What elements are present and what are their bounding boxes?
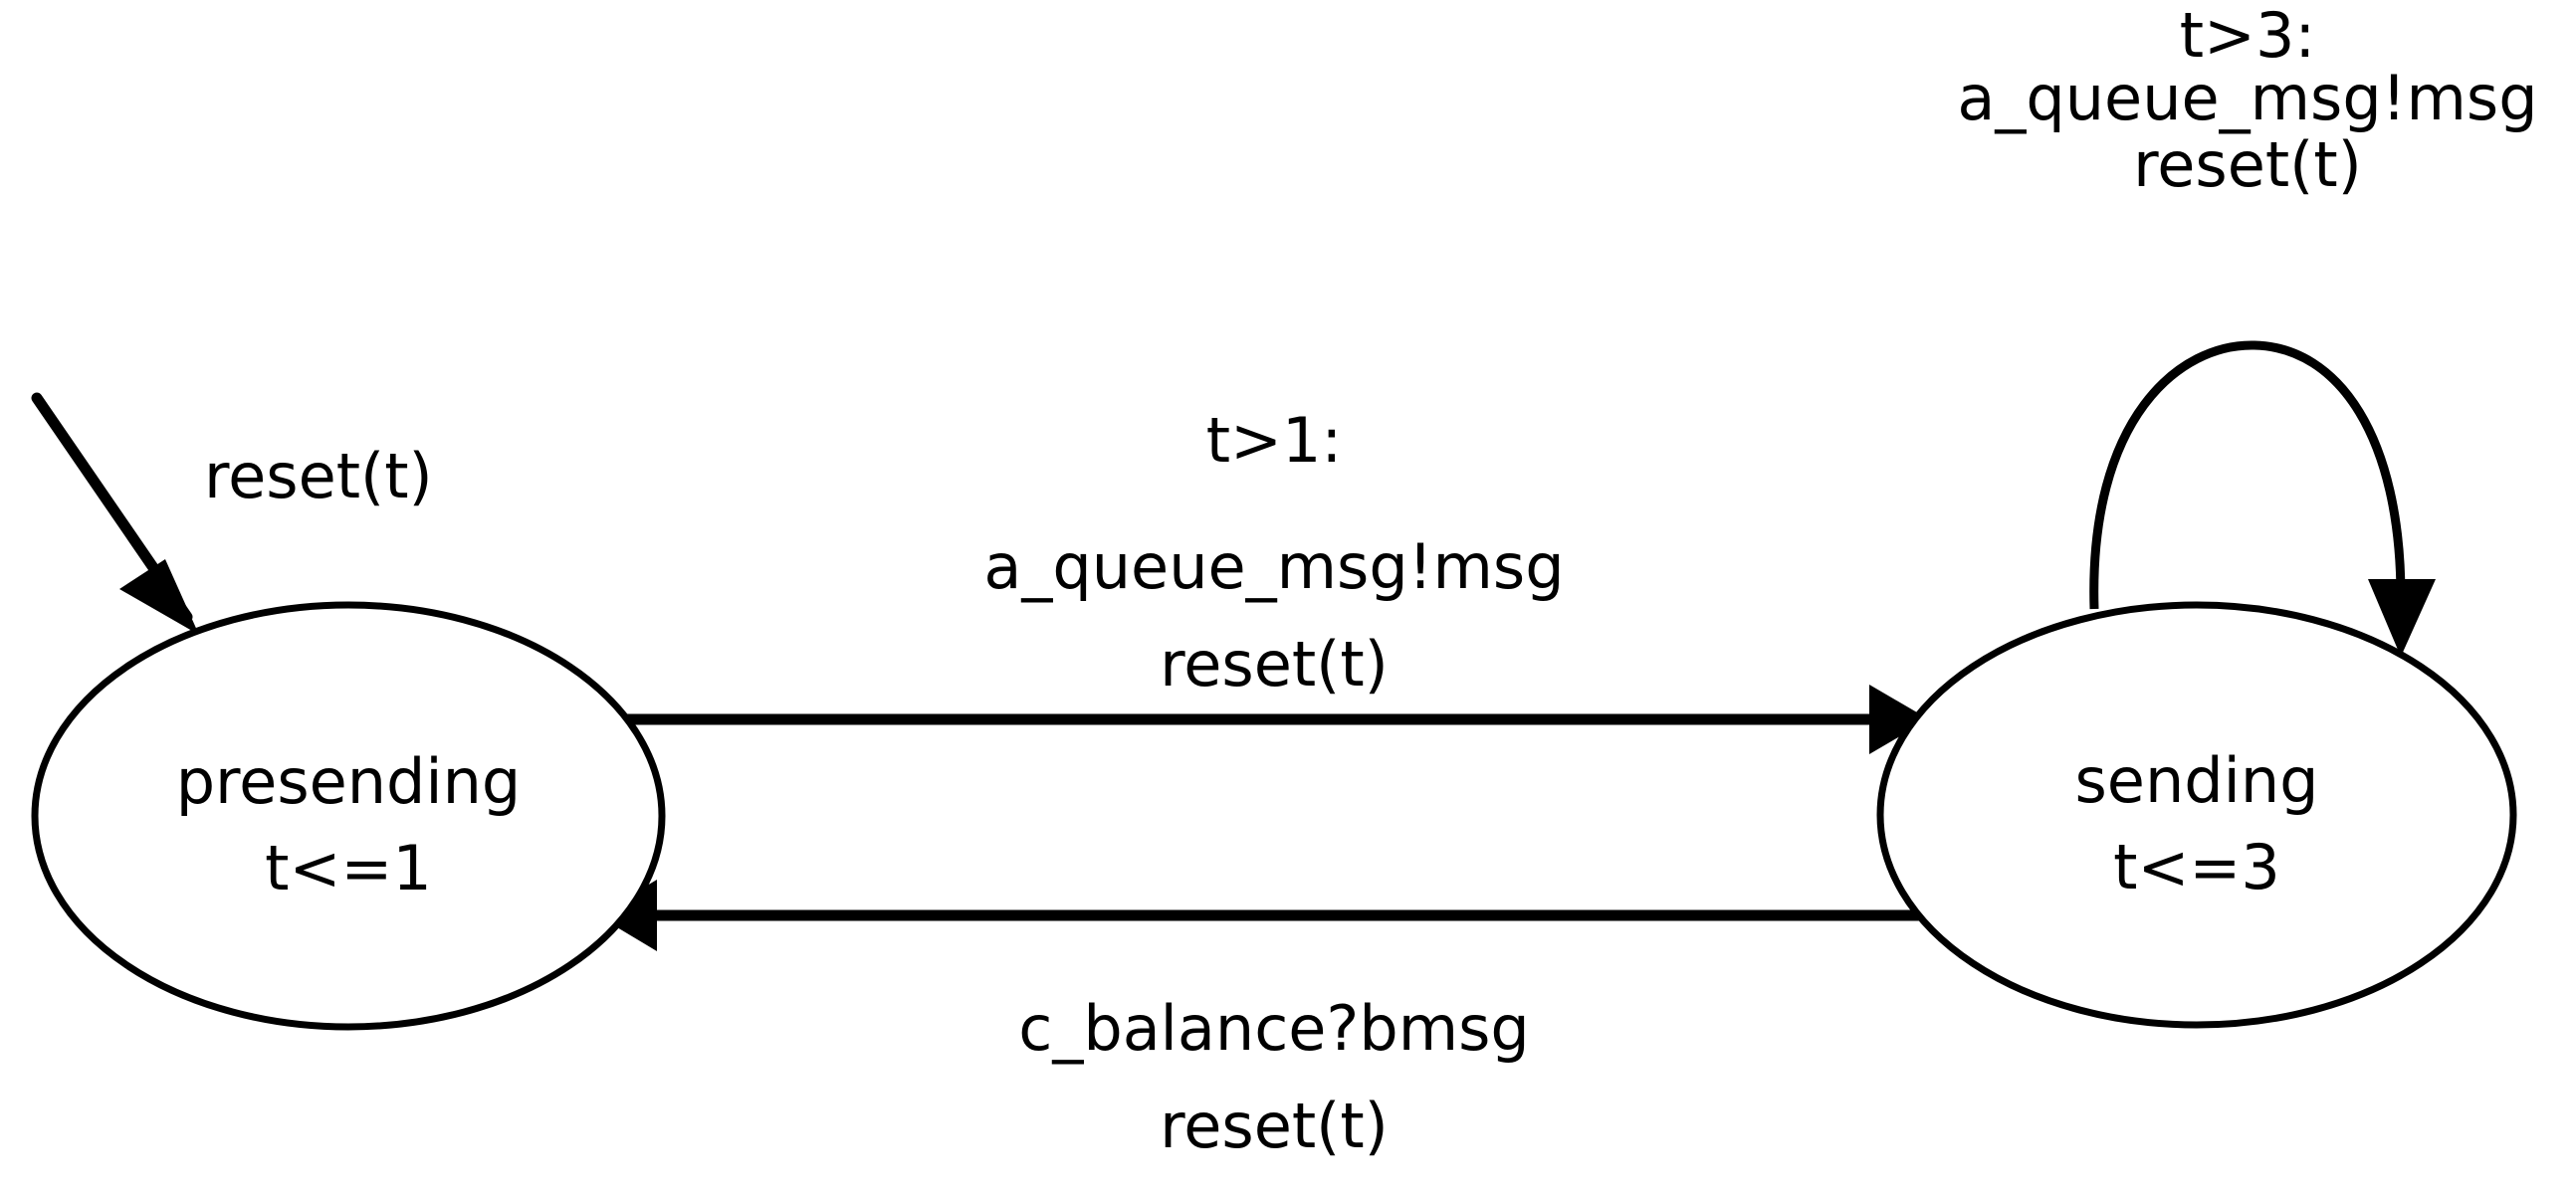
transition-sending-self-loop-label: t>3: a_queue_msg!msg reset(t)	[1957, 0, 2537, 201]
presending-ellipse[interactable]	[31, 601, 666, 1031]
presending-name-label: presending	[176, 745, 522, 818]
backward-sync-label: c_balance?bmsg	[1018, 992, 1530, 1065]
self-loop-arc	[2089, 340, 2406, 610]
forward-sync-label: a_queue_msg!msg	[983, 530, 1564, 603]
backward-action-label: reset(t)	[1160, 1090, 1389, 1162]
forward-guard-label: t>1:	[1206, 404, 1343, 477]
self-loop-arrow-head	[2368, 579, 2436, 657]
self-loop-guard-label: t>3:	[2180, 0, 2316, 72]
presending-invariant-label: t<=1	[265, 832, 432, 904]
transition-presending-to-sending-arrow	[609, 685, 1929, 754]
state-node-sending[interactable]: sending t<=3	[1876, 601, 2517, 1029]
initial-transition-action-label: reset(t)	[204, 440, 433, 512]
sending-ellipse[interactable]	[1876, 601, 2517, 1029]
self-loop-sync-label: a_queue_msg!msg	[1957, 62, 2537, 134]
transition-sending-to-presending-label: c_balance?bmsg reset(t)	[1018, 992, 1530, 1162]
forward-action-label: reset(t)	[1160, 628, 1389, 700]
state-node-presending[interactable]: presending t<=1	[31, 601, 666, 1031]
sending-name-label: sending	[2075, 744, 2319, 817]
self-loop-action-label: reset(t)	[2133, 128, 2362, 201]
transition-sending-self-loop-arrow	[2089, 340, 2436, 657]
initial-arrow-head	[119, 559, 199, 635]
forward-arrow-head	[1869, 685, 1929, 754]
sending-invariant-label: t<=3	[2113, 831, 2280, 903]
transition-presending-to-sending-label: t>1: a_queue_msg!msg reset(t)	[983, 404, 1564, 700]
initial-transition-arrow	[31, 392, 199, 635]
transition-sending-to-presending-arrow	[597, 880, 1923, 951]
